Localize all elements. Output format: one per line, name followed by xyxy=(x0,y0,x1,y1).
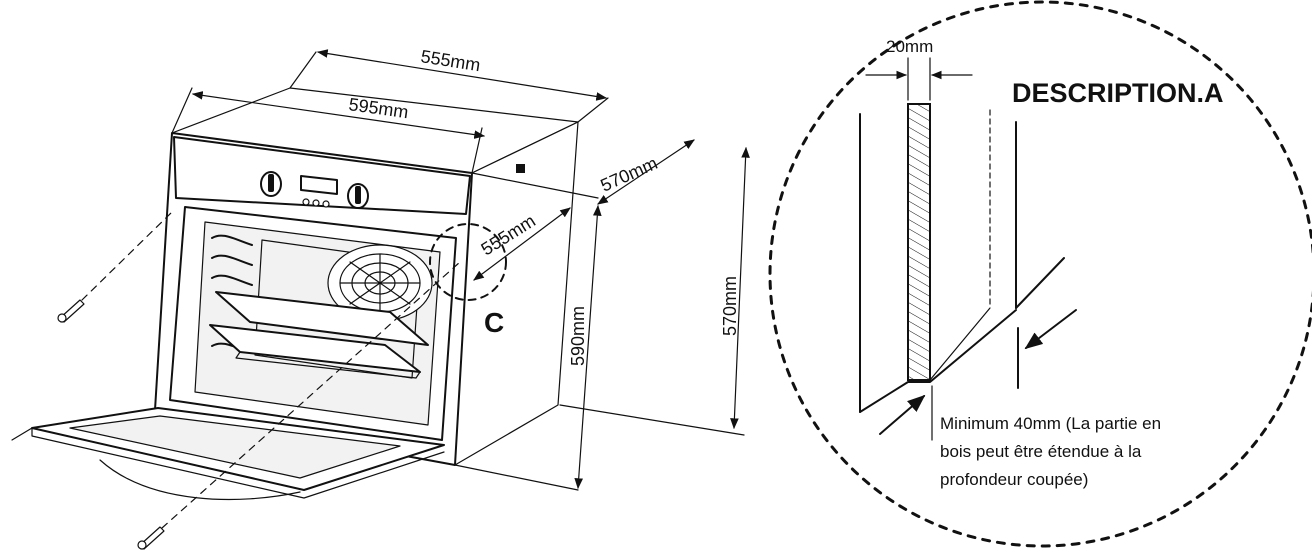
detail-title: DESCRIPTION.A xyxy=(1012,78,1224,108)
right-knob-icon xyxy=(347,183,369,209)
detail-a-circle xyxy=(768,0,1312,548)
shelf-surface xyxy=(859,309,1017,413)
detail-note-line: Minimum 40mm (La partie en xyxy=(940,414,1161,433)
oven-fan-icon xyxy=(327,244,433,322)
baking-tray xyxy=(215,291,429,346)
label-height: 590mm xyxy=(568,306,588,366)
detail-note-line: profondeur coupée) xyxy=(940,470,1088,489)
timer-display xyxy=(300,175,338,195)
dimension-lines xyxy=(171,49,750,491)
display-button xyxy=(312,199,320,207)
dim-door-depth-line xyxy=(473,207,571,281)
wooden-panel xyxy=(907,103,931,381)
dim-side-depth-line xyxy=(597,139,695,205)
screw-guide-line xyxy=(81,211,173,301)
oven-side-vent xyxy=(516,164,525,173)
label-cutout-height: 570mm xyxy=(720,276,740,336)
display-button xyxy=(302,198,310,206)
left-knob-icon xyxy=(260,171,282,197)
screw-icon xyxy=(137,526,165,550)
detail-note-line: bois peut être étendue à la xyxy=(940,442,1142,461)
marker-c: C xyxy=(484,307,504,338)
display-button xyxy=(322,200,330,208)
label-top-depth: 555mm xyxy=(419,46,481,75)
lower-tray-base xyxy=(235,351,421,379)
oven-door-glass xyxy=(69,415,401,479)
dim-front-width-line xyxy=(191,91,486,139)
oven-drawing xyxy=(11,87,579,550)
rack-guides xyxy=(211,234,253,354)
label-panel-thickness: 20mm xyxy=(886,37,933,56)
dim-cutout-height-line xyxy=(730,146,750,430)
oven-door-edge xyxy=(11,427,445,499)
detail-note: Minimum 40mm (La partie en bois peut êtr… xyxy=(940,414,1166,489)
detail-a: DESCRIPTION.A 20mm Minimum 40mm (La part… xyxy=(768,0,1312,548)
control-panel xyxy=(173,136,471,215)
screw-guide-line xyxy=(161,261,461,529)
label-side-depth: 570mm xyxy=(597,153,660,196)
dim-height-line xyxy=(574,204,602,490)
screw-icon xyxy=(57,299,85,323)
dim-top-depth-line xyxy=(316,49,608,101)
